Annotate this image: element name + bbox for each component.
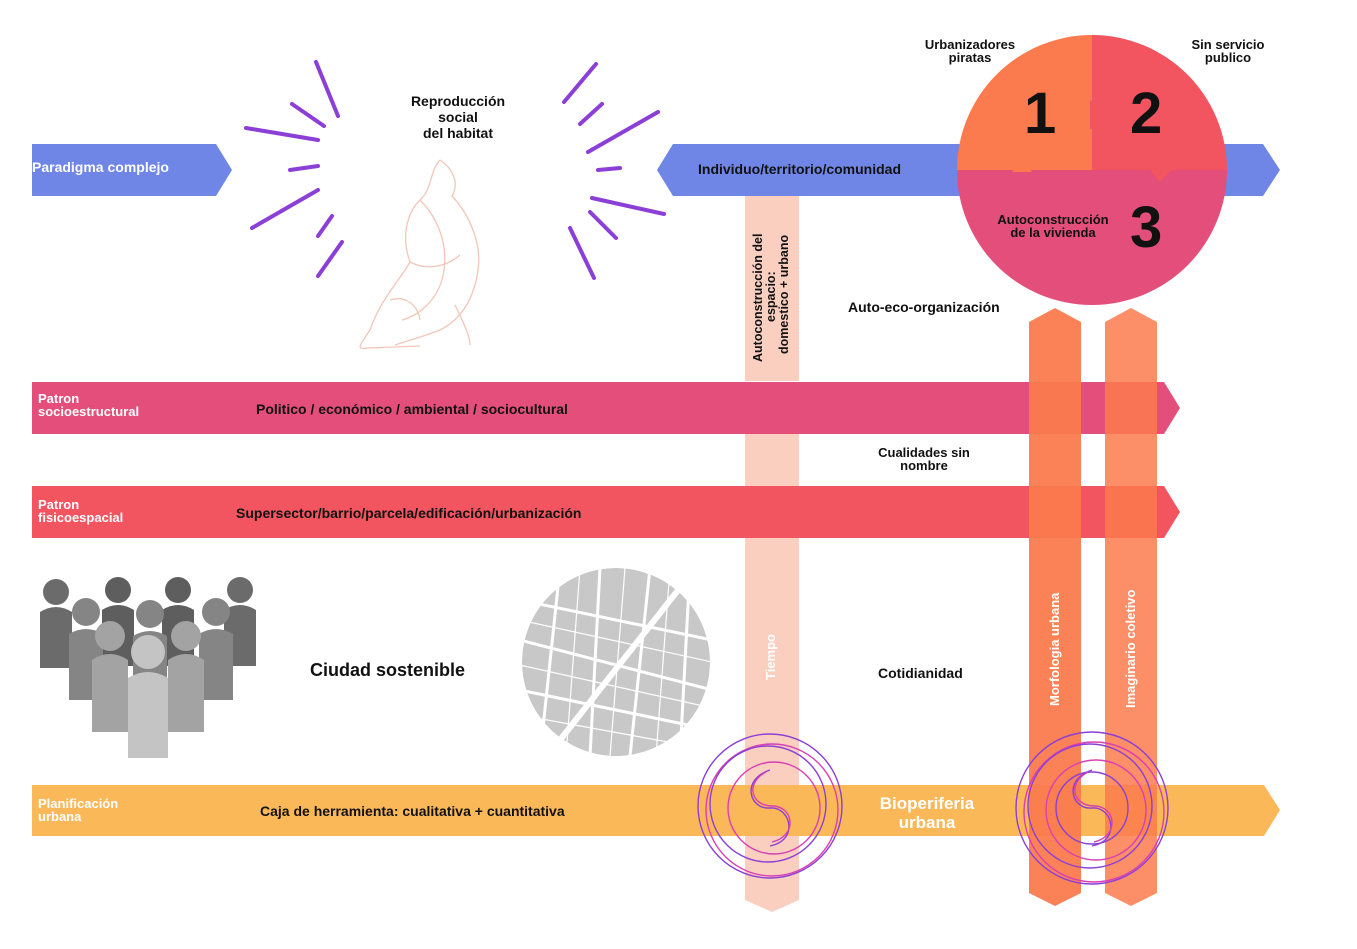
rays-icon: [244, 60, 666, 280]
reproduccion-line1: Reproducción: [410, 93, 506, 109]
socioestructural-title-line2: socioestructural: [38, 404, 140, 419]
morfologia-arrow: [1029, 308, 1081, 906]
fisicoespacial-content: Supersector/barrio/parcela/edificación/u…: [236, 505, 582, 521]
planificacion-title-line1: Planificación: [38, 796, 119, 811]
circle-number-2: 2: [1130, 81, 1163, 146]
puzzle-circle: [957, 35, 1227, 305]
reproduccion-line2: social: [438, 109, 478, 125]
urbanizadores-line1: Urbanizadores: [924, 37, 1016, 52]
fisicoespacial-band: [32, 486, 1180, 538]
fisicoespacial-title-line2: fisicoespacial: [38, 510, 124, 525]
planificacion-band: [32, 785, 1280, 836]
spiral-ring-icon-right: [1015, 731, 1169, 885]
circle-number-1: 1: [1024, 81, 1057, 146]
morfologia-label: Morfologia urbana: [1047, 592, 1062, 706]
socioestructural-band: [32, 382, 1180, 434]
autoconstruccion-bar: [745, 196, 799, 381]
urbanizadores-label: Urbanizadores piratas: [900, 38, 1040, 64]
sin-servicio-line2: publico: [1204, 50, 1252, 65]
socioestructural-title-line1: Patron: [38, 391, 80, 406]
bioperiferia-label: Bioperiferia urbana: [860, 794, 994, 832]
autoconstruccion-espacio-label: Autoconstrucción del espacio: domestico …: [751, 234, 791, 362]
circle-number-3: 3: [1130, 195, 1163, 260]
urbanizadores-line2: piratas: [948, 50, 992, 65]
sin-servicio-line1: Sin servicio: [1191, 37, 1265, 52]
autoconstruccion-vivienda-line1: Autoconstrucción: [997, 212, 1109, 227]
planificacion-content: Caja de herramienta: cualitativa + cuant…: [260, 803, 565, 819]
imaginario-label: Imaginario coletivo: [1123, 589, 1138, 708]
sitting-figure-icon: [359, 159, 480, 350]
imaginario-arrow: [1105, 308, 1157, 906]
city-map-icon: [522, 568, 710, 756]
reproduccion-line3: del habitat: [422, 125, 493, 141]
cotidianidad-label: Cotidianidad: [878, 665, 963, 681]
cualidades-label: Cualidades sin nombre: [860, 446, 988, 472]
paradigma-label: Paradigma complejo: [32, 159, 169, 175]
sin-servicio-label: Sin servicio publico: [1170, 38, 1286, 64]
bioperiferia-line1: Bioperiferia: [879, 794, 975, 813]
autoconstruccion-espacio-line3: domestico + urbano: [777, 234, 791, 354]
autoconstruccion-vivienda-line2: de la vivienda: [1010, 225, 1096, 240]
paradigma-band: [32, 144, 232, 196]
planificacion-title: Planificación urbana: [38, 797, 118, 823]
cualidades-line1: Cualidades sin: [878, 445, 970, 460]
individuo-label: Individuo/territorio/comunidad: [698, 161, 901, 177]
fisicoespacial-title-line1: Patron: [38, 497, 80, 512]
spiral-ring-icon: [697, 733, 843, 879]
ciudad-label: Ciudad sostenible: [310, 660, 466, 680]
tiempo-label: Tiempo: [763, 634, 778, 680]
people-group-icon: [40, 577, 256, 758]
cualidades-line2: nombre: [900, 458, 948, 473]
autoeco-label: Auto-eco-organización: [848, 299, 1000, 315]
socioestructural-content: Politico / económico / ambiental / socio…: [256, 401, 568, 417]
bioperiferia-line2: urbana: [898, 813, 956, 832]
fisicoespacial-title: Patron fisicoespacial: [38, 498, 123, 524]
socioestructural-title: Patron socioestructural: [38, 392, 139, 418]
planificacion-title-line2: urbana: [38, 809, 82, 824]
autoconstruccion-vivienda-label: Autoconstrucción de la vivienda: [978, 213, 1128, 239]
reproduccion-title: Reproducción social del habitat: [380, 94, 536, 140]
